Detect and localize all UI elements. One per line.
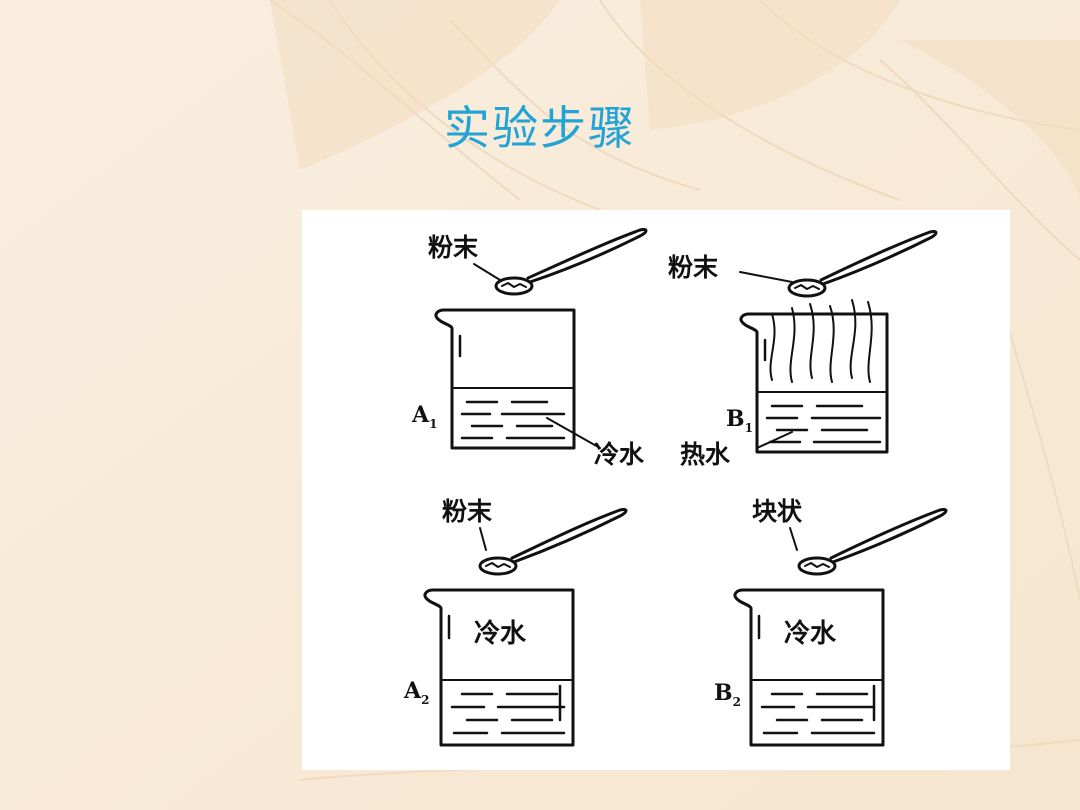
a1-solid-label: 粉末 bbox=[428, 233, 478, 262]
slide-title: 实验步骤 bbox=[444, 101, 636, 155]
a1-water-label: 冷水 bbox=[594, 440, 645, 469]
spoon-icon bbox=[478, 508, 628, 576]
b2-tag: B2 bbox=[714, 680, 741, 709]
a2-solid-label: 粉末 bbox=[442, 497, 492, 526]
beaker-icon bbox=[733, 588, 885, 747]
spoon-icon bbox=[797, 508, 948, 576]
panel-b2 bbox=[733, 508, 948, 747]
bottom-panel-bg bbox=[302, 465, 1010, 770]
panel-a2 bbox=[423, 508, 628, 747]
b2-solid-label: 块状 bbox=[752, 497, 803, 526]
spoon-icon bbox=[494, 228, 648, 296]
steam-icon bbox=[769, 299, 873, 383]
experiment-figure: 粉末 A1 冷水 粉末 B1 热水 粉末 A2 冷水 块状 B2 冷水 bbox=[302, 210, 1010, 770]
a1-tag: A1 bbox=[411, 402, 437, 431]
panel-a1 bbox=[434, 228, 648, 450]
a2-tag: A2 bbox=[403, 678, 429, 707]
b1-water-label: 热水 bbox=[680, 440, 731, 469]
beaker-icon bbox=[423, 588, 575, 747]
spoon-icon bbox=[787, 230, 938, 298]
beaker-icon bbox=[739, 312, 889, 454]
panel-b1 bbox=[739, 230, 938, 454]
b1-solid-label: 粉末 bbox=[668, 253, 718, 282]
b1-tag: B1 bbox=[726, 406, 753, 435]
top-panel-bg bbox=[302, 210, 1010, 465]
beaker-icon bbox=[434, 308, 576, 450]
b2-water-label: 冷水 bbox=[784, 618, 837, 649]
a2-water-label: 冷水 bbox=[474, 618, 527, 649]
